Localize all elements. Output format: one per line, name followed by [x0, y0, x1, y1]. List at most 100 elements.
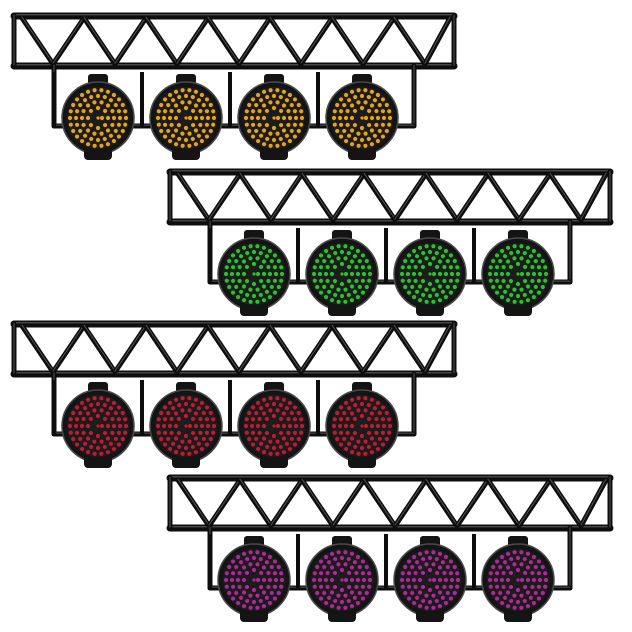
par-lamp — [140, 380, 223, 468]
truss-bottom-chord — [10, 62, 458, 70]
led-array — [487, 550, 549, 610]
par-lamp — [384, 228, 467, 316]
lamp-base — [328, 610, 356, 622]
truss-diagonal — [50, 323, 87, 375]
truss-diagonal — [237, 477, 274, 529]
led-array — [331, 88, 393, 148]
truss-diagonal — [19, 15, 56, 67]
truss-diagonal — [423, 171, 460, 223]
truss-diagonal — [361, 171, 398, 223]
led-array — [399, 550, 461, 610]
led-array — [487, 244, 549, 304]
truss-diagonal — [330, 171, 367, 223]
led-array — [243, 396, 305, 456]
lamp-base — [416, 304, 444, 316]
truss-rig-green-graphic — [166, 168, 614, 316]
truss-diagonal — [112, 323, 149, 375]
led-array — [311, 244, 373, 304]
truss-bottom-chord — [166, 218, 614, 226]
truss-diagonal — [422, 15, 453, 67]
truss-diagonal — [112, 15, 149, 67]
truss-diagonal — [329, 15, 366, 67]
par-lamp — [52, 72, 135, 160]
truss-diagonal — [205, 323, 242, 375]
par-lamp — [472, 534, 555, 622]
par-lamp — [296, 228, 379, 316]
truss-rig-amber — [10, 8, 458, 168]
lamp-base — [240, 610, 268, 622]
par-lamp — [140, 72, 223, 160]
truss-rig-red-graphic — [10, 320, 458, 468]
lamp-base — [260, 456, 288, 468]
led-array — [311, 550, 373, 610]
truss-diagonal — [268, 477, 305, 529]
truss-diagonal — [329, 323, 366, 375]
truss-diagonal — [267, 323, 304, 375]
led-array — [243, 88, 305, 148]
truss-diagonal — [143, 323, 180, 375]
truss-diagonal — [392, 477, 429, 529]
truss-diagonal — [330, 477, 367, 529]
truss-diagonal — [360, 15, 397, 67]
truss-rig-purple-graphic — [166, 474, 614, 622]
truss-diagonal — [299, 171, 336, 223]
par-lamp — [208, 228, 291, 316]
truss-diagonal — [485, 477, 522, 529]
truss-diagonal — [175, 477, 212, 529]
truss-diagonal — [360, 323, 397, 375]
truss-diagonal — [81, 323, 118, 375]
truss-diagonal — [454, 477, 491, 529]
led-array — [223, 244, 285, 304]
truss-diagonal — [174, 15, 211, 67]
truss-diagonal — [174, 323, 211, 375]
truss-diagonal — [391, 323, 428, 375]
par-lamp — [52, 380, 135, 468]
lamp-base — [348, 456, 376, 468]
truss-diagonal — [206, 477, 243, 529]
truss-diagonal — [298, 323, 335, 375]
lamp-base — [348, 148, 376, 160]
truss-diagonal — [361, 477, 398, 529]
truss-diagonal — [205, 15, 242, 67]
truss-diagonal — [578, 171, 609, 223]
truss-diagonal — [50, 15, 87, 67]
truss-bottom-chord — [166, 524, 614, 532]
truss-rig-red — [10, 316, 458, 476]
par-lamp — [228, 380, 311, 468]
lamp-base — [172, 456, 200, 468]
truss-diagonal — [516, 477, 553, 529]
truss-diagonal — [268, 171, 305, 223]
truss-diagonal — [391, 15, 428, 67]
truss-diagonal — [422, 323, 453, 375]
truss-diagonal — [81, 15, 118, 67]
truss-top-chord — [10, 320, 458, 328]
truss-diagonal — [547, 477, 584, 529]
truss-diagonal — [547, 171, 584, 223]
truss-diagonal — [423, 477, 460, 529]
truss-diagonal — [298, 15, 335, 67]
lamp-base — [416, 610, 444, 622]
truss-diagonal — [236, 15, 273, 67]
par-lamp — [316, 380, 399, 468]
truss-top-chord — [166, 474, 614, 482]
lamp-base — [328, 304, 356, 316]
truss-rig-amber-graphic — [10, 12, 458, 160]
led-array — [223, 550, 285, 610]
truss-diagonal — [454, 171, 491, 223]
truss-diagonal — [143, 15, 180, 67]
lamp-base — [504, 304, 532, 316]
truss-top-chord — [166, 168, 614, 176]
lamp-base — [84, 456, 112, 468]
truss-diagonal — [392, 171, 429, 223]
truss-diagonal — [19, 323, 56, 375]
par-lamp — [296, 534, 379, 622]
truss-diagonal — [299, 477, 336, 529]
par-lamp — [228, 72, 311, 160]
truss-diagonal — [236, 323, 273, 375]
truss-diagonal — [578, 477, 609, 529]
led-array — [67, 88, 129, 148]
par-lamp — [316, 72, 399, 160]
truss-diagonal — [206, 171, 243, 223]
truss-bottom-chord — [10, 370, 458, 378]
